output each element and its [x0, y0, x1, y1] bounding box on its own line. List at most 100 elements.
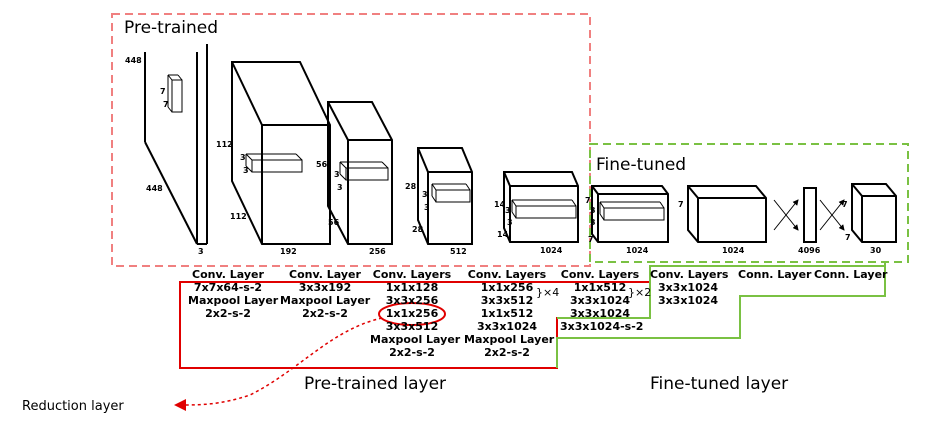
dim-label: 448 — [146, 184, 163, 193]
caption-layer-1: Conv. Layer 7x7x64-s-2 Maxpool Layer 2x2… — [188, 268, 279, 320]
dim-label: 56 — [316, 160, 328, 169]
dim-label: 14 — [494, 200, 506, 209]
caption-line: Conn. Layer — [738, 268, 812, 281]
repeat-x2: }×2 — [628, 286, 652, 299]
repeat-x4: }×4 — [536, 286, 560, 299]
caption-line: 3x3x192 — [298, 281, 352, 294]
output-block — [851, 183, 897, 243]
reduction-layer-label: Reduction layer — [22, 399, 124, 414]
input-image-block — [144, 44, 208, 245]
caption-line: 3x3x1024 — [569, 307, 631, 320]
caption-line: 3x3x1024 — [657, 294, 719, 307]
conv-block-5 — [591, 185, 669, 243]
pretrained-title: Pre-trained — [124, 18, 218, 38]
caption-line: 1x1x256 — [480, 281, 534, 294]
caption-line: 3x3x256 — [385, 294, 439, 307]
dim-label: 112 — [230, 212, 247, 221]
caption-layer-7: Conn. Layer — [738, 268, 812, 281]
caption-line: 1x1x512 — [480, 307, 534, 320]
caption-line: 2x2-s-2 — [389, 346, 435, 359]
dim-label: 7 — [163, 100, 169, 109]
caption-layer-5: Conv. Layers 1x1x512 3x3x1024 3x3x1024 3… — [560, 268, 644, 333]
dim-label: 1024 — [540, 246, 563, 255]
caption-line: Conn. Layer — [814, 268, 888, 281]
conv-block-1 — [231, 61, 331, 245]
pretrained-region — [111, 13, 591, 267]
caption-line: 3x3x512 — [480, 294, 534, 307]
dim-label: 3 — [243, 166, 249, 175]
dim-label: 30 — [870, 246, 882, 255]
caption-line: 3x3x1024 — [476, 320, 538, 333]
dim-label: 3 — [334, 170, 340, 179]
pretrained-layer-label: Pre-trained layer — [304, 374, 447, 394]
finetuned-layer-outline — [556, 263, 886, 368]
fc-connection-2 — [819, 199, 845, 231]
dim-label: 28 — [405, 182, 417, 191]
fc-connection-1 — [773, 199, 799, 231]
caption-line: Maxpool Layer — [188, 294, 279, 307]
dim-label: 3 — [337, 183, 343, 192]
finetuned-title: Fine-tuned — [596, 155, 687, 175]
dim-label: 28 — [412, 225, 424, 234]
caption-line: Conv. Layers — [372, 268, 452, 281]
dim-label: 56 — [328, 218, 340, 227]
dim-label: 3 — [507, 218, 513, 227]
caption-line: Maxpool Layer — [280, 294, 371, 307]
dim-label: 7 — [845, 233, 851, 242]
dim-label: 4096 — [798, 246, 821, 255]
dim-label: 7 — [678, 200, 684, 209]
caption-line: 1x1x256 — [385, 307, 439, 320]
dim-label: 3 — [240, 153, 246, 162]
caption-line: 1x1x128 — [385, 281, 439, 294]
conv-block-3 — [417, 147, 473, 245]
dim-label: 3 — [590, 218, 596, 227]
dim-label: 3 — [424, 203, 430, 212]
dim-label: 192 — [280, 247, 297, 256]
dim-label: 7 — [842, 200, 848, 209]
reduction-highlight — [378, 302, 446, 326]
caption-line: Conv. Layers — [467, 268, 547, 281]
caption-line: 2x2-s-2 — [484, 346, 530, 359]
finetuned-layer-outline-top — [557, 265, 885, 319]
conv-block-4 — [503, 171, 579, 243]
dim-label: 3 — [505, 206, 511, 215]
dim-label: 7 — [160, 87, 166, 96]
caption-line: 2x2-s-2 — [205, 307, 251, 320]
conv-block-2 — [327, 101, 393, 245]
dim-label: 448 — [125, 56, 142, 65]
dim-label: 3 — [198, 247, 204, 256]
dim-label: 112 — [216, 140, 233, 149]
conv-block-6 — [687, 185, 767, 243]
dim-label: 7 — [588, 235, 594, 244]
caption-line: Maxpool Layer — [370, 333, 461, 346]
caption-line: 3x3x1024-s-2 — [560, 320, 644, 333]
caption-line: 3x3x512 — [385, 320, 439, 333]
dim-label: 3 — [590, 206, 596, 215]
dim-label: 512 — [450, 247, 467, 256]
caption-line: Conv. Layers — [650, 268, 729, 281]
fc-block-4096 — [803, 187, 817, 243]
caption-layer-4: Conv. Layers 1x1x256 3x3x512 1x1x512 3x3… — [464, 268, 555, 359]
dim-label: 7 — [585, 196, 591, 205]
caption-line: Conv. Layer — [289, 268, 361, 281]
caption-line: Conv. Layer — [192, 268, 264, 281]
caption-layer-6: Conv. Layers 3x3x1024 3x3x1024 — [650, 268, 729, 307]
caption-line: 7x7x64-s-2 — [193, 281, 263, 294]
finetuned-region — [589, 143, 909, 263]
caption-line: Conv. Layers — [560, 268, 640, 281]
dim-label: 1024 — [626, 246, 649, 255]
caption-line: 2x2-s-2 — [302, 307, 348, 320]
dim-label: 14 — [497, 230, 509, 239]
caption-layer-3: Conv. Layers 1x1x128 3x3x256 1x1x256 3x3… — [370, 268, 461, 359]
dim-label: 3 — [422, 190, 428, 199]
caption-line: 3x3x1024 — [657, 281, 719, 294]
caption-layer-2: Conv. Layer 3x3x192 Maxpool Layer 2x2-s-… — [280, 268, 370, 320]
caption-line: 3x3x1024 — [569, 294, 631, 307]
caption-layer-8: Conn. Layer — [814, 268, 888, 281]
finetuned-layer-label: Fine-tuned layer — [650, 374, 789, 394]
caption-line: Maxpool Layer — [464, 333, 555, 346]
dim-label: 1024 — [722, 246, 745, 255]
caption-line: 1x1x512 — [573, 281, 627, 294]
